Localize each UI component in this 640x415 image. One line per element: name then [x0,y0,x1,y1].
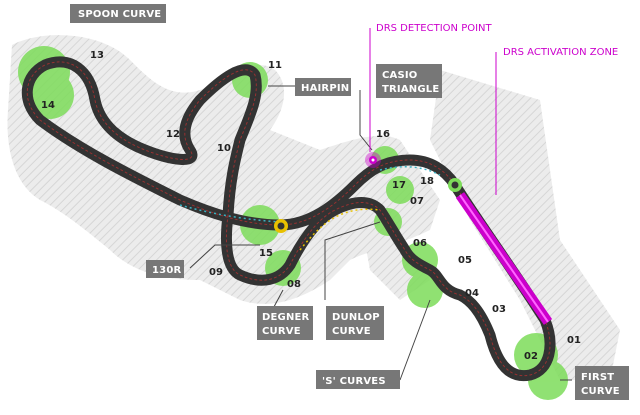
svg-text:CURVE: CURVE [332,326,371,337]
turn-11: 11 [268,60,282,71]
svg-text:CURVE: CURVE [262,326,301,337]
turn-12: 12 [166,129,180,140]
label-dunlop-curve: DUNLOP CURVE [326,306,384,340]
turn-numbers: 01 02 03 04 05 06 07 08 09 10 11 12 13 1… [41,50,581,362]
svg-text:DRS ACTIVATION ZONE: DRS ACTIVATION ZONE [503,47,618,58]
turn-16: 16 [376,129,390,140]
label-130r: 130R [146,260,184,278]
sector-marker [274,219,288,233]
sector-lines [179,165,441,251]
svg-text:SPOON CURVE: SPOON CURVE [78,9,161,20]
turn-17: 17 [392,180,406,191]
turn-15: 15 [259,248,273,259]
turn-18: 18 [420,176,434,187]
svg-text:DEGNER: DEGNER [262,312,310,323]
label-drs-detection: DRS DETECTION POINT [376,23,493,34]
turn-03: 03 [492,304,506,315]
turn-04: 04 [465,288,479,299]
label-first-curve: FIRST CURVE [575,366,629,400]
svg-text:DUNLOP: DUNLOP [332,312,380,323]
drs-zone [455,192,553,325]
svg-text:'S' CURVES: 'S' CURVES [322,376,386,387]
svg-text:CURVE: CURVE [581,386,620,397]
label-drs-activation: DRS ACTIVATION ZONE [503,47,618,58]
label-casio-triangle: CASIO TRIANGLE [376,64,442,98]
detection-marker [365,152,381,168]
turn-09: 09 [209,267,223,278]
label-s-curves: 'S' CURVES [316,370,400,389]
turn-05: 05 [458,255,472,266]
svg-text:130R: 130R [152,265,181,276]
turn-02: 02 [524,351,538,362]
svg-text:TRIANGLE: TRIANGLE [382,84,439,95]
label-spoon-curve: SPOON CURVE [70,4,166,23]
turn-07: 07 [410,196,424,207]
turn-06: 06 [413,238,427,249]
svg-text:HAIRPIN: HAIRPIN [301,83,349,94]
turn-01: 01 [567,335,581,346]
svg-text:FIRST: FIRST [581,372,614,383]
label-degner-curve: DEGNER CURVE [257,306,313,340]
turn-10: 10 [217,143,231,154]
svg-text:CASIO: CASIO [382,70,418,81]
track [21,56,556,382]
activation-marker [448,178,462,192]
label-hairpin: HAIRPIN [295,78,351,96]
drs-callout-lines [369,28,497,195]
turn-13: 13 [90,50,104,61]
svg-text:DRS DETECTION POINT: DRS DETECTION POINT [376,23,493,34]
turn-14: 14 [41,100,55,111]
turn-08: 08 [287,279,301,290]
